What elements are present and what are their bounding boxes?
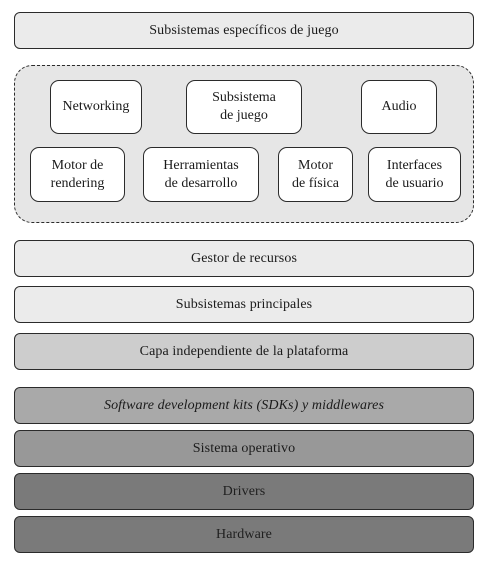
engine-modules-group: Networking Subsistema de juego Audio Mot… (14, 65, 474, 223)
layer-os-label: Sistema operativo (192, 440, 296, 456)
layer-sdks-middlewares: Software development kits (SDKs) y middl… (14, 387, 474, 424)
layer-game-specific-subsystems: Subsistemas específicos de juego (14, 12, 474, 49)
layer-drivers: Drivers (14, 473, 474, 510)
layer-sdks-label: Software development kits (SDKs) y middl… (103, 397, 384, 413)
layer-resource-manager: Gestor de recursos (14, 240, 474, 277)
layer-platform-independent-label: Capa independiente de la plataforma (139, 343, 349, 359)
layer-core-subsystems-label: Subsistemas principales (175, 296, 313, 312)
layer-resource-manager-label: Gestor de recursos (191, 250, 297, 266)
module-networking: Networking (50, 80, 142, 134)
module-physics-engine: Motor de física (278, 147, 353, 202)
module-rendering-engine: Motor de rendering (30, 147, 125, 202)
layer-drivers-label: Drivers (222, 483, 266, 499)
module-user-interfaces: Interfaces de usuario (368, 147, 461, 202)
layer-core-subsystems: Subsistemas principales (14, 286, 474, 323)
module-audio: Audio (361, 80, 437, 134)
layer-platform-independent: Capa independiente de la plataforma (14, 333, 474, 370)
module-game-subsystem: Subsistema de juego (186, 80, 302, 134)
layer-hardware: Hardware (14, 516, 474, 553)
layer-game-specific-label: Subsistemas específicos de juego (149, 22, 339, 38)
layer-hardware-label: Hardware (216, 526, 272, 542)
module-dev-tools: Herramientas de desarrollo (143, 147, 259, 202)
layer-operating-system: Sistema operativo (14, 430, 474, 467)
